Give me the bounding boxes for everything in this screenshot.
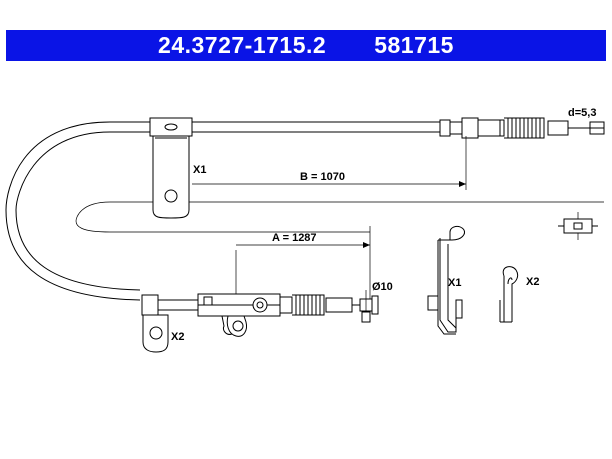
cable-return-line bbox=[75, 201, 604, 233]
lower-lever-fitting bbox=[197, 293, 281, 337]
diameter-label: Ø10 bbox=[372, 281, 393, 293]
bracket-x1 bbox=[149, 117, 193, 219]
cable-outer-loop bbox=[5, 121, 446, 301]
end-fitting-upper bbox=[439, 117, 605, 139]
part-number: 24.3727-1715.2 bbox=[158, 32, 327, 58]
x1-label-detail: X1 bbox=[448, 277, 461, 289]
bracket-x2 bbox=[141, 294, 198, 353]
clip-x2-detail bbox=[499, 266, 519, 323]
dimension-b: B = 1070 bbox=[192, 136, 467, 190]
lower-spring-fitting bbox=[279, 290, 379, 323]
x2-label-main: X2 bbox=[171, 331, 184, 343]
reference-number: 581715 bbox=[374, 32, 454, 58]
cable-inner-loop bbox=[15, 131, 446, 291]
x1-label-main: X1 bbox=[193, 164, 206, 176]
end-nipple-detail bbox=[558, 212, 598, 240]
dimension-a-label: A = 1287 bbox=[272, 232, 317, 244]
end-diameter-label: d=5,3 bbox=[568, 107, 596, 119]
dimension-b-label: B = 1070 bbox=[300, 171, 345, 183]
dimension-a: A = 1287 bbox=[235, 226, 371, 330]
x2-label-detail: X2 bbox=[526, 276, 539, 288]
title-bar: 24.3727-1715.2 581715 bbox=[6, 30, 606, 61]
clip-x1-detail bbox=[427, 225, 465, 335]
